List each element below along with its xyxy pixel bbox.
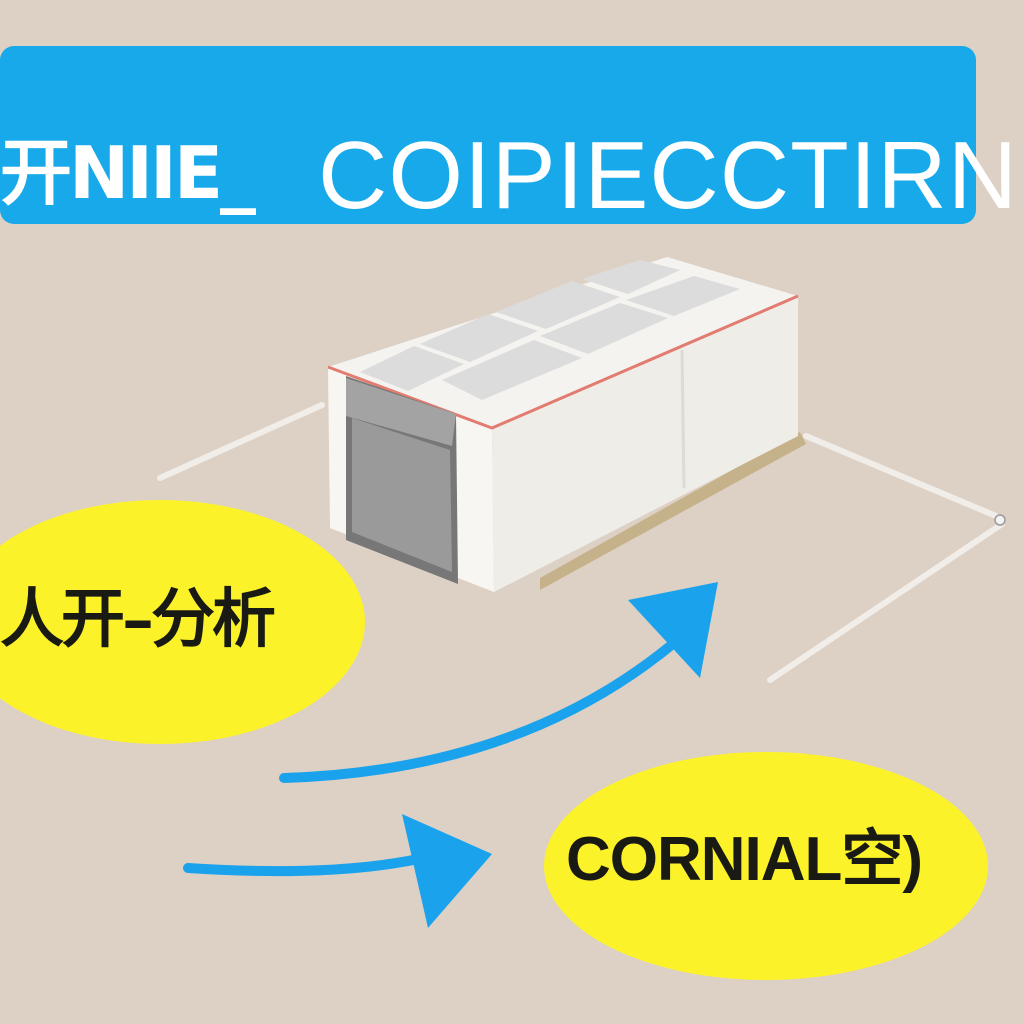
right-oval-node bbox=[544, 752, 988, 980]
connector-end-dot bbox=[994, 514, 1006, 526]
box-shadow bbox=[540, 432, 806, 590]
upper-arrowhead bbox=[628, 582, 718, 678]
upper-curved-arrow bbox=[279, 615, 705, 783]
connector-line-left bbox=[157, 402, 325, 481]
banner-left-text: 开NIIE_ bbox=[0, 131, 256, 215]
connector-line-right-bottom bbox=[767, 521, 1005, 683]
connector-line-right-top bbox=[803, 433, 999, 519]
right-oval-label: CORNIAL空) bbox=[566, 825, 923, 894]
left-oval-node bbox=[0, 500, 365, 744]
left-oval-label: 人开–分析 bbox=[0, 582, 276, 657]
box-door-grime bbox=[346, 378, 456, 446]
box-edge-line bbox=[327, 294, 799, 430]
lower-curved-arrow bbox=[183, 851, 437, 877]
title-banner: 开NIIE_ COIPIECCTIRN bbox=[0, 46, 1017, 229]
lower-arrowhead bbox=[402, 814, 492, 928]
box-door-panel bbox=[352, 418, 452, 572]
box-side-face bbox=[492, 296, 798, 592]
container-box-icon bbox=[327, 257, 806, 592]
banner-title-text: COIPIECCTIRN bbox=[318, 122, 1019, 229]
box-side-seam bbox=[680, 349, 686, 489]
box-roof-panels bbox=[360, 260, 740, 400]
